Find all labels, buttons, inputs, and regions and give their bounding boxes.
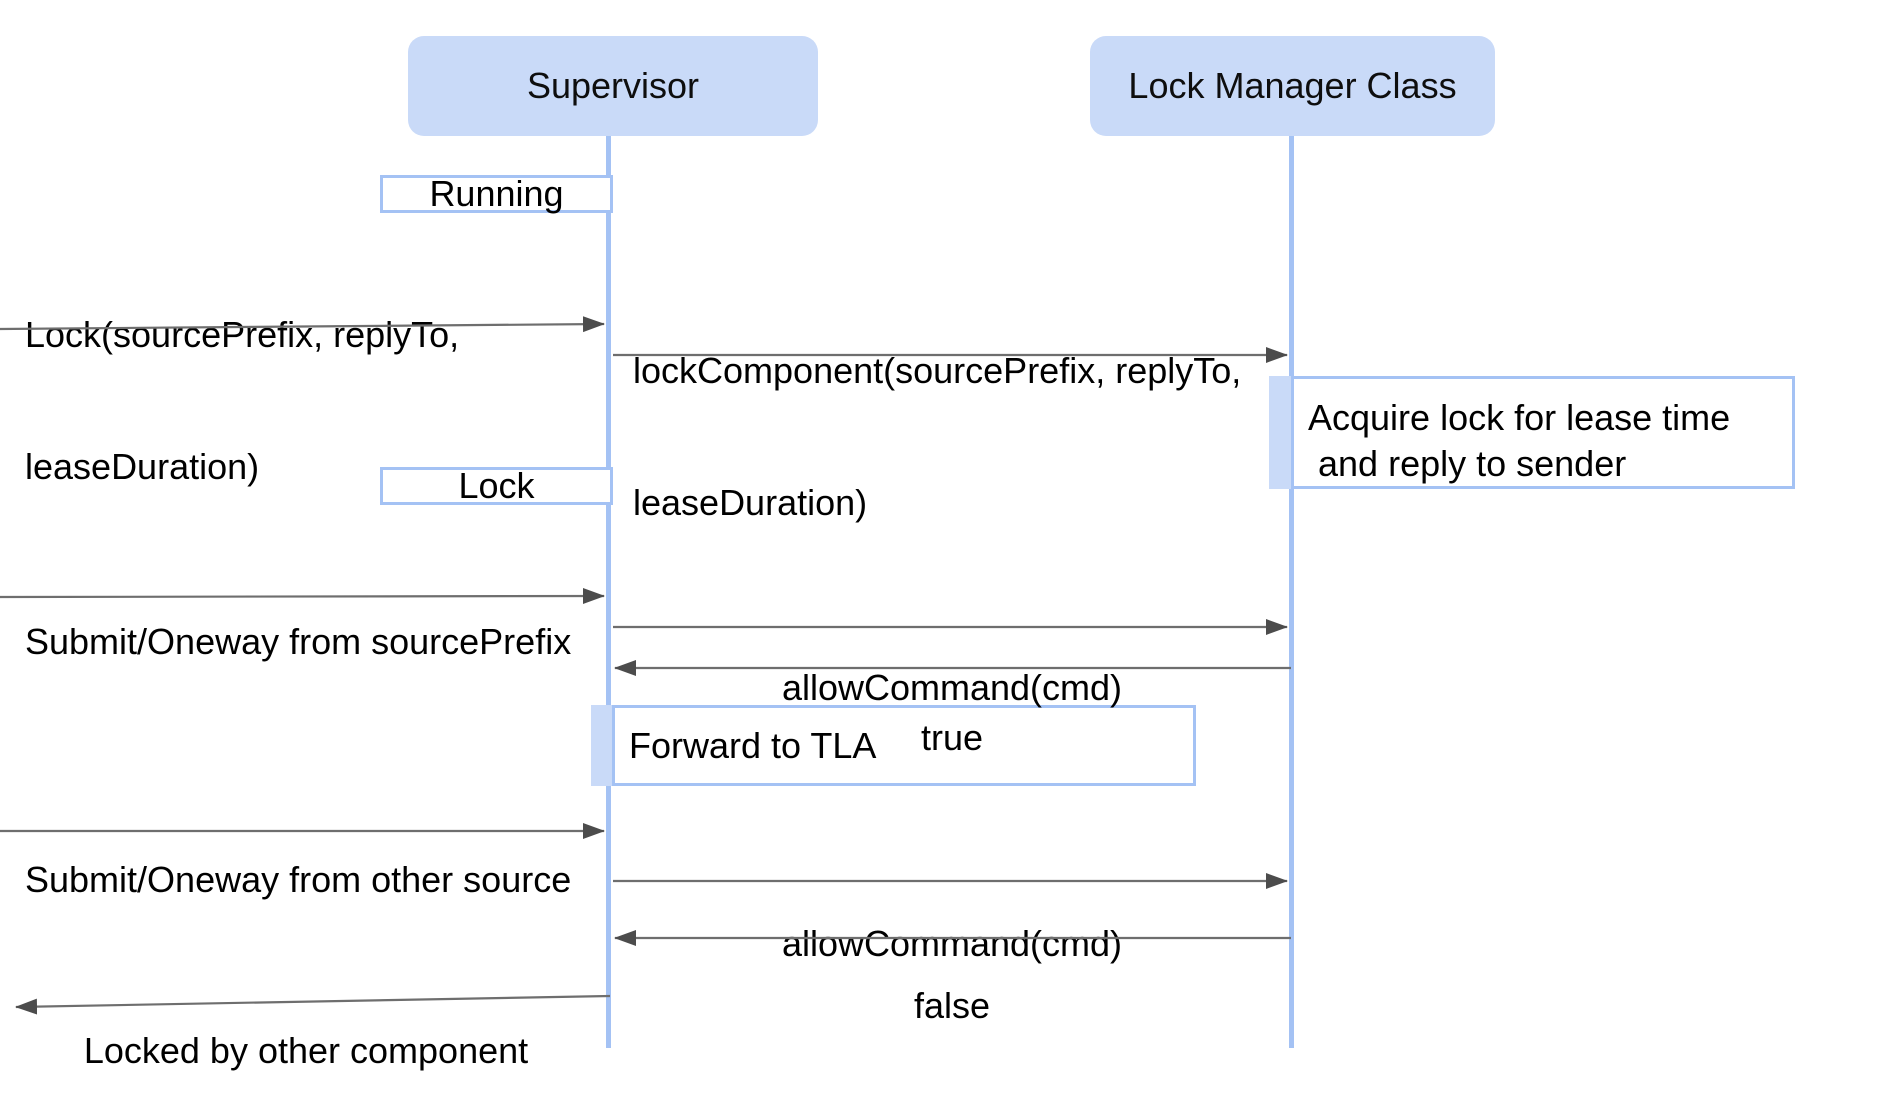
state-lock-label: Lock bbox=[458, 465, 535, 506]
participant-supervisor: Supervisor bbox=[408, 36, 818, 136]
message-lock-line1: Lock(sourcePrefix, replyTo, bbox=[25, 314, 460, 355]
note-forward-tla: Forward to TLA bbox=[612, 705, 1196, 786]
message-submit-other-line1: Submit/Oneway from other source bbox=[25, 859, 572, 900]
arrow-locked-by-other bbox=[15, 994, 611, 1015]
state-box-running: Running bbox=[380, 173, 613, 214]
state-box-lock: Lock bbox=[380, 465, 613, 506]
message-label-allowcommand-1: allowCommand(cmd) bbox=[612, 578, 1292, 754]
lifeline-supervisor bbox=[606, 136, 611, 1048]
message-label-submit-other: Submit/Oneway from other source bbox=[25, 770, 571, 946]
message-label-lockcomponent: lockComponent(sourcePrefix, replyTo, lea… bbox=[633, 261, 1241, 569]
message-label-lock: Lock(sourcePrefix, replyTo, leaseDuratio… bbox=[25, 225, 459, 533]
arrow-submit-sourceprefix bbox=[0, 588, 605, 605]
message-label-false: false bbox=[612, 896, 1292, 1072]
message-lock-line2: leaseDuration) bbox=[25, 446, 260, 487]
arrow-lock-request bbox=[0, 316, 605, 333]
note-acquire-lock: Acquire lock for lease time and reply to… bbox=[1291, 376, 1795, 489]
state-running-label: Running bbox=[429, 173, 564, 214]
note-acquire-lock-line2: and reply to sender bbox=[1308, 443, 1627, 484]
message-submit-sourceprefix-line1: Submit/Oneway from sourcePrefix bbox=[25, 621, 572, 662]
lifeline-lock-manager bbox=[1289, 133, 1294, 1048]
message-label-submit-sourceprefix: Submit/Oneway from sourcePrefix bbox=[25, 532, 571, 708]
participant-lock-manager-label: Lock Manager Class bbox=[1128, 65, 1457, 106]
arrow-layer bbox=[0, 316, 1291, 1015]
message-false-line1: false bbox=[913, 985, 991, 1026]
note-forward-tla-line1: Forward to TLA bbox=[629, 724, 877, 766]
activation-supervisor bbox=[591, 705, 614, 786]
participant-supervisor-label: Supervisor bbox=[526, 65, 700, 106]
note-acquire-lock-line1: Acquire lock for lease time bbox=[1308, 397, 1731, 438]
activation-lock-manager bbox=[1269, 376, 1293, 489]
message-lockcomponent-line1: lockComponent(sourcePrefix, replyTo, bbox=[633, 350, 1242, 391]
message-lockcomponent-line2: leaseDuration) bbox=[633, 482, 868, 523]
message-label-allowcommand-2: allowCommand(cmd) bbox=[612, 834, 1292, 1010]
message-true-line1: true bbox=[920, 717, 984, 758]
message-allowcommand-1-line1: allowCommand(cmd) bbox=[781, 667, 1123, 708]
participant-lock-manager: Lock Manager Class bbox=[1090, 36, 1495, 136]
message-allowcommand-2-line1: allowCommand(cmd) bbox=[781, 923, 1123, 964]
message-label-true: true bbox=[612, 628, 1292, 804]
